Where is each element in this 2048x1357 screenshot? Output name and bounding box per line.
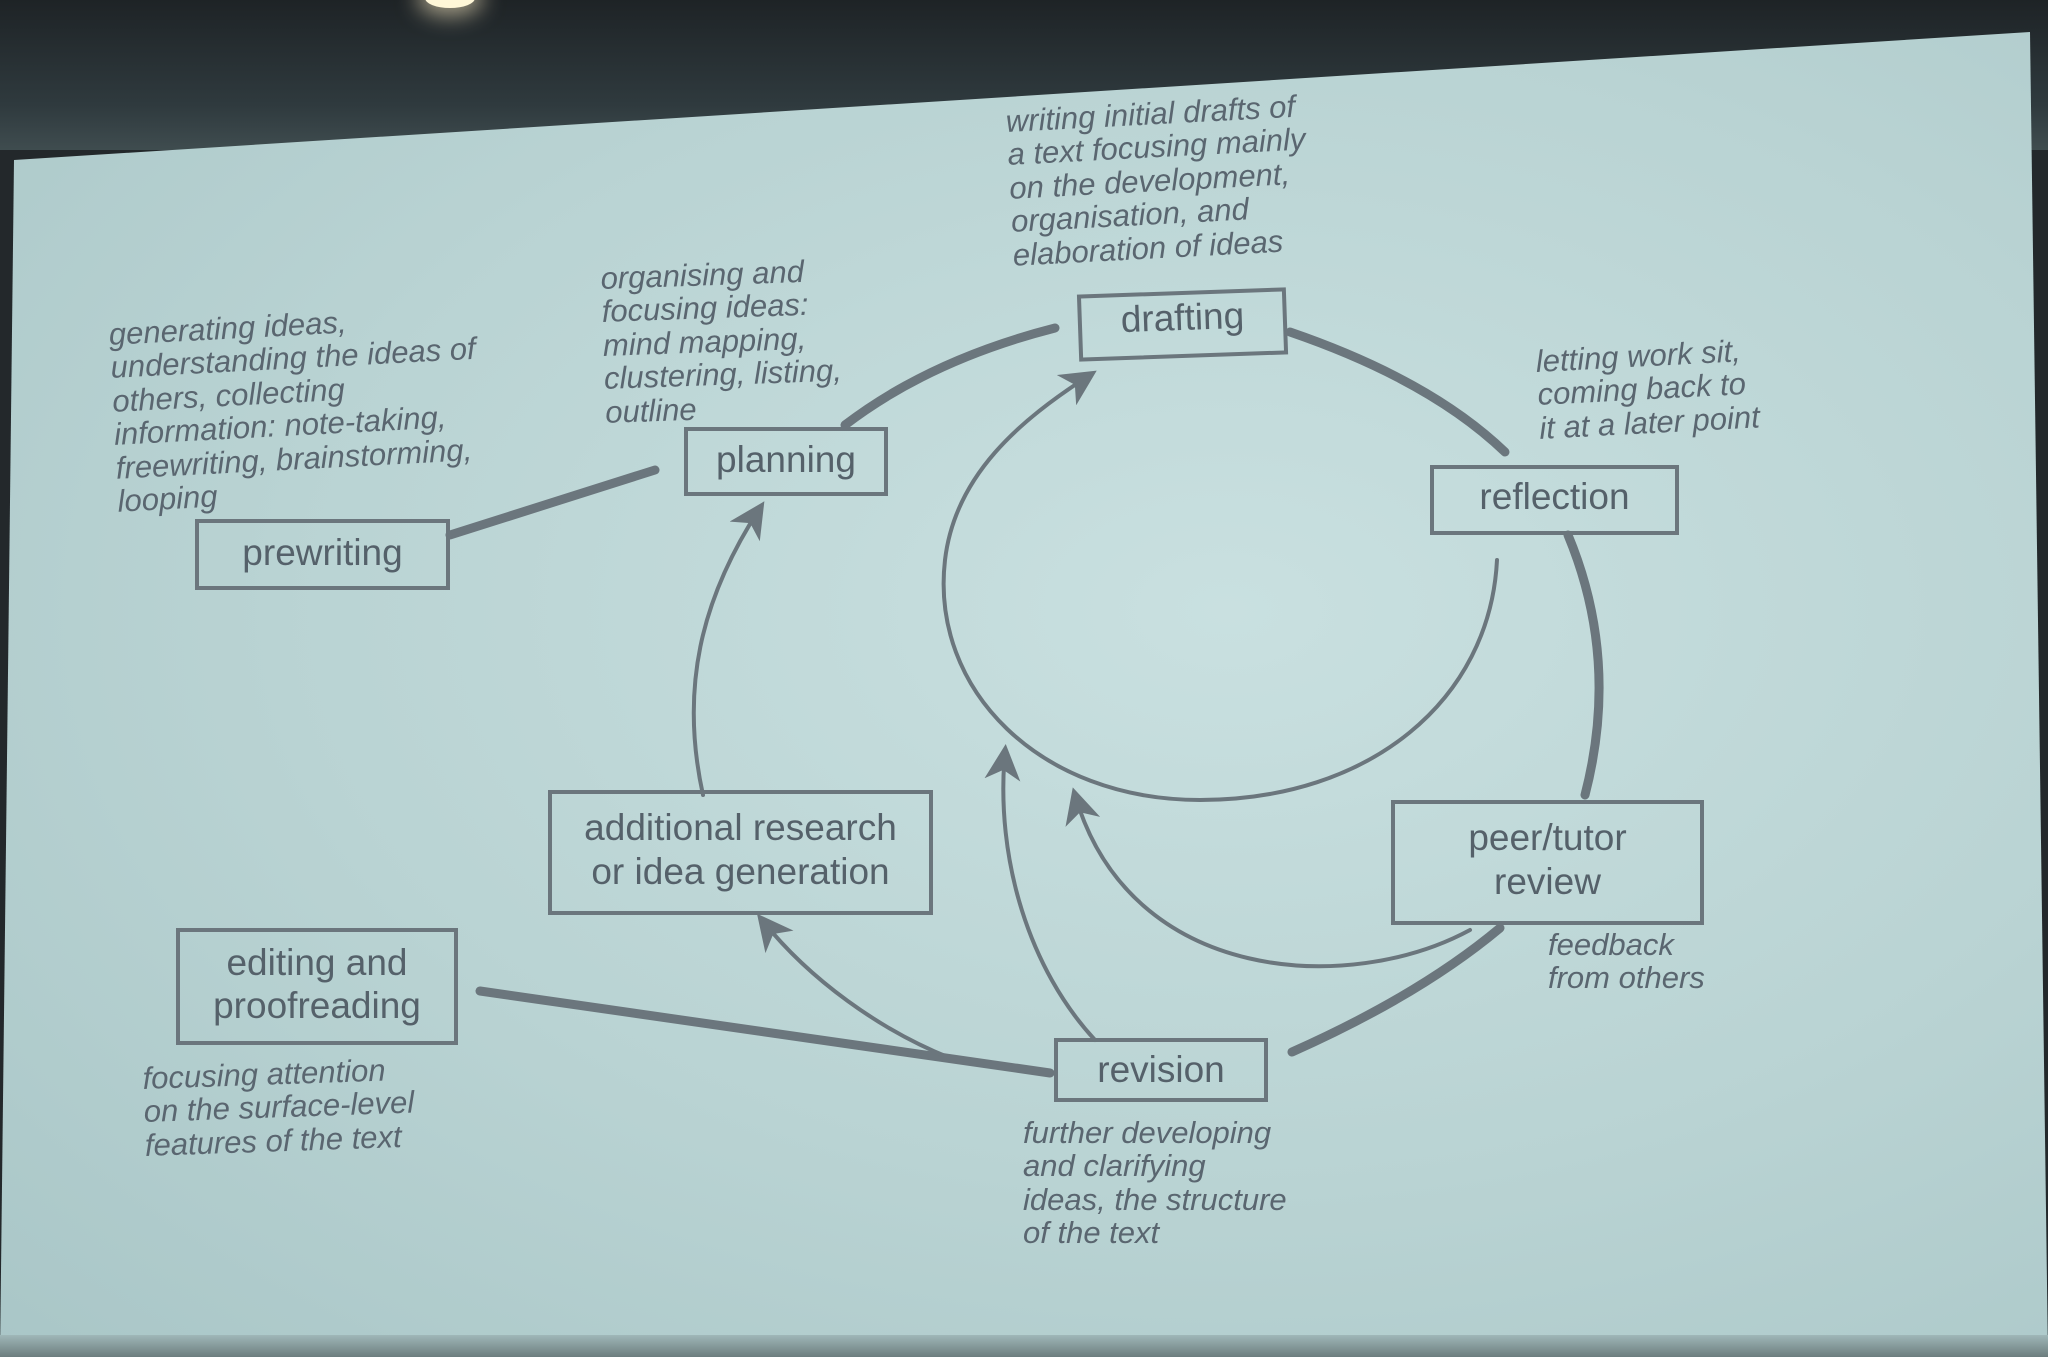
peer-review-box (1391, 800, 1704, 925)
editing-note: focusing attention on the surface-level … (141, 1052, 415, 1163)
reflection-note: letting work sit, coming back to it at a… (1534, 333, 1761, 446)
ceiling-light (425, 0, 475, 8)
arrow-revision-to-editing (475, 986, 1055, 1078)
revision-label: revision (1097, 1049, 1225, 1090)
arrow-revision-to-additional (757, 913, 952, 1060)
screen-bottom-edge (0, 1335, 2048, 1357)
arrow-additional-to-planning (691, 501, 765, 797)
drafting-note: writing initial drafts of a text focusin… (1004, 88, 1307, 273)
prewriting-label: prewriting (242, 532, 403, 573)
arrow-peer-review-to-inner (1065, 787, 1472, 969)
revision-box (1054, 1038, 1268, 1102)
arrow-drafting-to-reflection (1285, 327, 1510, 457)
revision-note: further developing and clarifying ideas,… (1023, 1115, 1287, 1251)
drafting-box (1076, 287, 1289, 362)
arrow-reflection-to-peer-review (1563, 530, 1604, 800)
planning-label: planning (716, 439, 856, 480)
arrow-planning-to-drafting (840, 323, 1060, 430)
reflection-label: reflection (1479, 476, 1630, 517)
prewriting-box (195, 519, 450, 590)
peer-review-label: peer/tutor review (1468, 817, 1627, 903)
arrow-revision-to-inner (984, 744, 1097, 1042)
planning-note: organising and focusing ideas: mind mapp… (599, 253, 843, 430)
drafting-label: drafting (1120, 294, 1245, 341)
prewriting-note: generating ideas, understanding the idea… (107, 304, 477, 520)
arrow-peer-review-to-revision (1287, 923, 1505, 1057)
editing-label: editing and proofreading (213, 942, 421, 1026)
editing-box (176, 928, 458, 1045)
additional-research-label: additional research or idea generation (584, 807, 897, 892)
peer-review-note: feedback from others (1548, 927, 1705, 996)
planning-box (684, 427, 888, 496)
inner-cycle-arrow (941, 370, 1499, 803)
arrow-prewriting-to-planning (445, 465, 660, 540)
additional-research-box (548, 790, 933, 915)
reflection-box (1430, 465, 1679, 535)
